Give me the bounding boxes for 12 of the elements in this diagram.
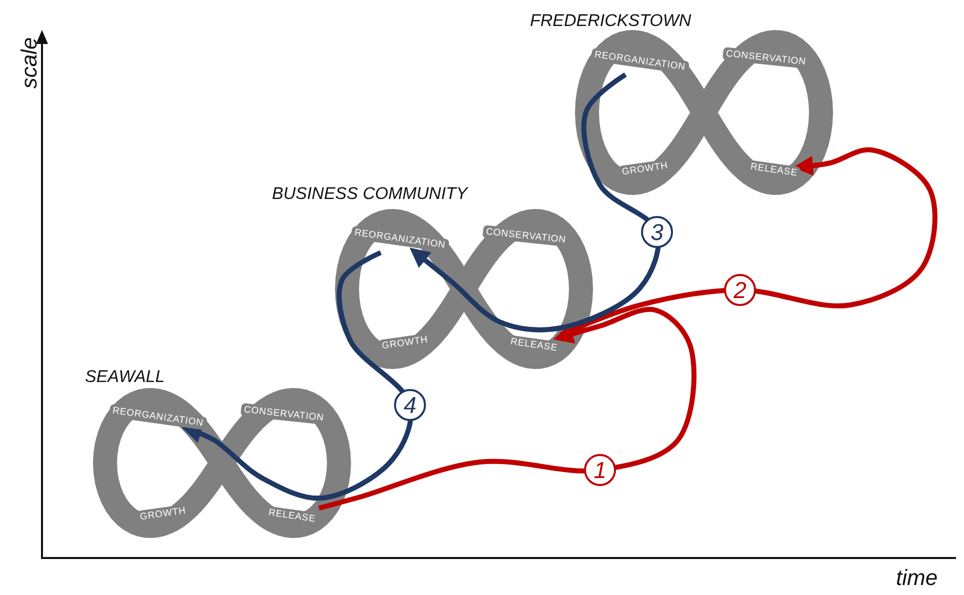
arrow: [318, 306, 696, 511]
arrow: [410, 72, 661, 332]
axis-label: scale: [16, 37, 43, 89]
arrow: [182, 250, 414, 501]
edge-label: 4: [394, 389, 426, 421]
edge-label: 2: [724, 274, 756, 306]
cycle-heading: FREDERICKSTOWN: [530, 12, 692, 30]
cycle-heading: SEAWALL: [85, 368, 165, 386]
edge-label: 1: [584, 454, 616, 486]
cycle-heading: BUSINESS COMMUNITY: [272, 185, 468, 203]
edge-label: 3: [641, 216, 673, 248]
axis-label: time: [896, 565, 938, 591]
